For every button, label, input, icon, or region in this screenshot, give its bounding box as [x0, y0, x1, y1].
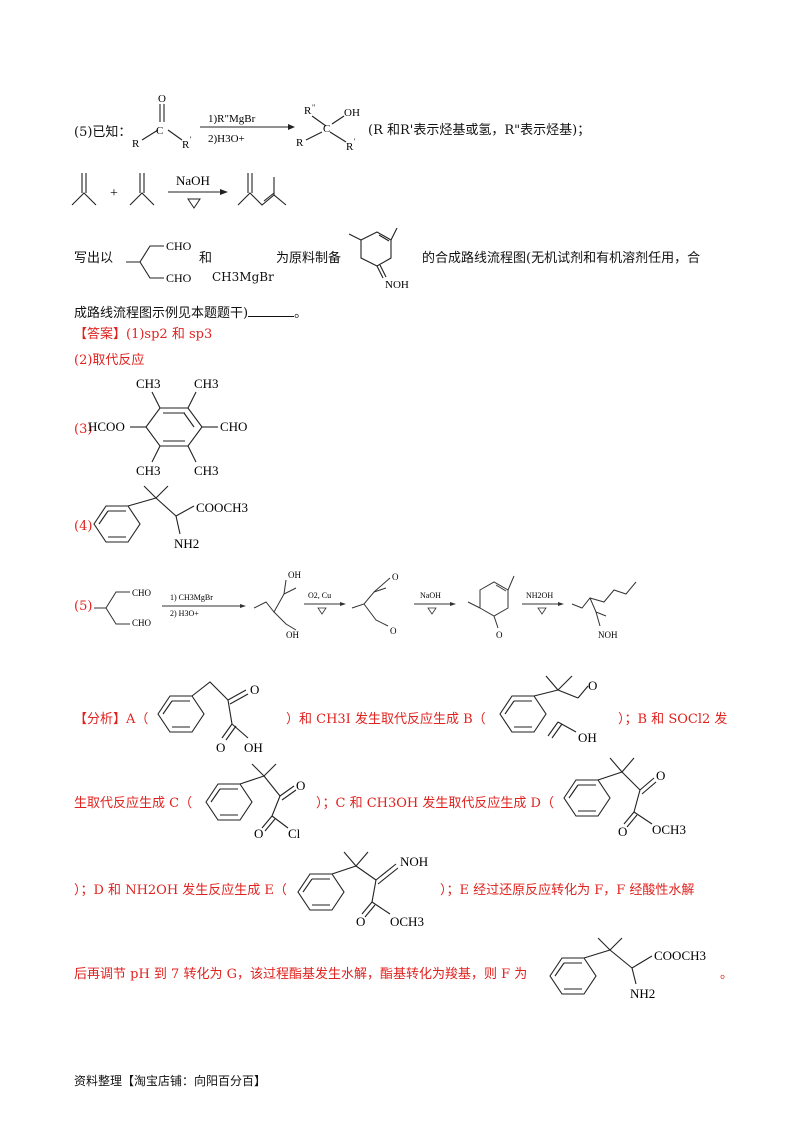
r5-cond-5: NH2OH [526, 591, 553, 600]
aldol-reaction: + NaOH [71, 173, 287, 209]
r5-o-ring: O [496, 630, 503, 640]
noh-label: NOH [385, 279, 409, 291]
answer-line-1: 【答案】(1)sp2 和 sp3 [74, 327, 213, 342]
d-och3: OCH3 [652, 822, 686, 837]
svg-text:C: C [156, 125, 163, 137]
cho-top: CHO [166, 239, 192, 253]
compound-A: O O OH [157, 681, 263, 755]
r5-cho-bottom: CHO [132, 618, 152, 628]
compound-D: O O OCH3 [563, 757, 686, 839]
analysis-1b: ）和 CH3I 发生取代反应生成 B（ [286, 712, 486, 727]
compound-B: O OH [499, 675, 597, 745]
r5-o-bottom: O [390, 626, 397, 636]
ch3-tr: CH3 [194, 376, 219, 391]
svg-text:R: R [132, 138, 140, 150]
analysis-1c: ）；B 和 SOCl2 发 [618, 712, 728, 727]
r5-oh-top: OH [288, 570, 301, 580]
r5-oh-bottom: OH [286, 630, 299, 640]
a-o2: O [216, 740, 225, 755]
r5-cond-4: NaOH [420, 591, 441, 600]
answer-3-label: (3) [74, 422, 93, 437]
glutaraldehyde-structure: CHO CHO [126, 239, 192, 285]
svg-text:O: O [158, 93, 166, 105]
compound-E: NOH O OCH3 [297, 851, 428, 929]
f-cooch3: COOCH3 [654, 948, 706, 963]
r5-cond-2: 2) H3O+ [170, 609, 199, 618]
e-o: O [356, 914, 365, 929]
compound-C: O O Cl [205, 763, 305, 841]
r5-o-top: O [392, 572, 399, 582]
svg-text:": " [312, 103, 315, 112]
svg-text:R: R [296, 137, 304, 149]
b-o: O [588, 678, 597, 693]
c-o: O [296, 778, 305, 793]
svg-text:C: C [323, 123, 330, 135]
d-o2: O [618, 824, 627, 839]
analysis-3b: ）；E 经过还原反应转化为 F，F 经酸性水解 [440, 883, 695, 898]
plus-sign: + [110, 186, 118, 201]
answer-2: (2)取代反应 [74, 353, 145, 368]
e-och3: OCH3 [390, 914, 424, 929]
tail-line-1: 的合成路线流程图(无机试剂和有机溶剂任用，合 [422, 251, 701, 266]
analysis-1a: 【分析】A（ [74, 712, 149, 727]
cho-label: CHO [220, 419, 247, 434]
cho-bottom: CHO [166, 271, 192, 285]
target-oxime-structure: NOH [348, 227, 409, 291]
svg-text:': ' [190, 135, 192, 144]
cooch3-label: COOCH3 [196, 500, 248, 515]
analysis-4b: 。 [720, 967, 734, 982]
ch3-bl: CH3 [136, 463, 161, 478]
compound-F: COOCH3 NH2 [549, 937, 706, 1001]
d-o: O [656, 768, 665, 783]
r5-cond-3: O2, Cu [308, 591, 331, 600]
step1-text: 1)R"MgBr [208, 113, 256, 125]
nh2-label: NH2 [174, 536, 199, 551]
known-reaction-1: R C O R' 1)R"MgBr 2)H3O+ R" C OH R R' [132, 93, 360, 153]
r-note: (R 和R'表示烃基或氢，R"表示烃基)； [368, 123, 591, 138]
hcoo-label: HCOO [88, 419, 125, 434]
analysis-2a: 生取代反应生成 C（ [74, 796, 193, 811]
analysis-4a: 后再调节 pH 到 7 转化为 G，该过程酯基发生水解，酯基转化为羧基，则 F … [74, 967, 528, 982]
q5-label: (5)已知： [74, 125, 132, 140]
ch3-br: CH3 [194, 463, 219, 478]
ch3-tl: CH3 [136, 376, 161, 391]
a-o: O [250, 682, 259, 697]
ch3mgbr-text: CH3MgBr [212, 270, 274, 284]
analysis-2b: ）；C 和 CH3OH 发生取代反应生成 D（ [316, 796, 554, 811]
c-cl: Cl [288, 826, 301, 841]
answer-5-route: CHO CHO 1) CH3MgBr 2) H3O+ OH OH O2, Cu … [94, 570, 637, 640]
c-o2: O [254, 826, 263, 841]
f-nh2: NH2 [630, 986, 655, 1001]
write-prefix: 写出以 [74, 251, 114, 266]
svg-text:R: R [182, 139, 190, 151]
r5-cho-top: CHO [132, 588, 152, 598]
step2-text: 2)H3O+ [208, 133, 245, 145]
answer-4-structure: COOCH3 NH2 [93, 485, 248, 551]
svg-text:OH: OH [344, 107, 360, 119]
analysis-3a: ）；D 和 NH2OH 发生反应生成 E（ [74, 883, 287, 898]
svg-text:': ' [354, 137, 356, 146]
and-text: 和 [199, 251, 213, 266]
answer-4-label: (4) [74, 519, 93, 534]
svg-text:R: R [346, 141, 354, 153]
answer-5-label: (5) [74, 599, 93, 614]
footer-text: 资料整理【淘宝店铺：向阳百分百】 [74, 1074, 267, 1088]
prepare-text: 为原料制备 [276, 251, 342, 266]
tail-line-2: 成路线流程图示例见本题题干)。 [74, 306, 308, 321]
b-oh: OH [578, 730, 597, 745]
svg-text:R: R [304, 105, 312, 117]
r5-noh: NOH [598, 630, 618, 640]
r5-cond-1: 1) CH3MgBr [170, 593, 213, 602]
answer-3-structure: HCOO CHO CH3 CH3 CH3 CH3 [88, 376, 247, 478]
e-noh: NOH [400, 854, 428, 869]
naoh-text: NaOH [176, 173, 210, 188]
a-oh: OH [244, 740, 263, 755]
